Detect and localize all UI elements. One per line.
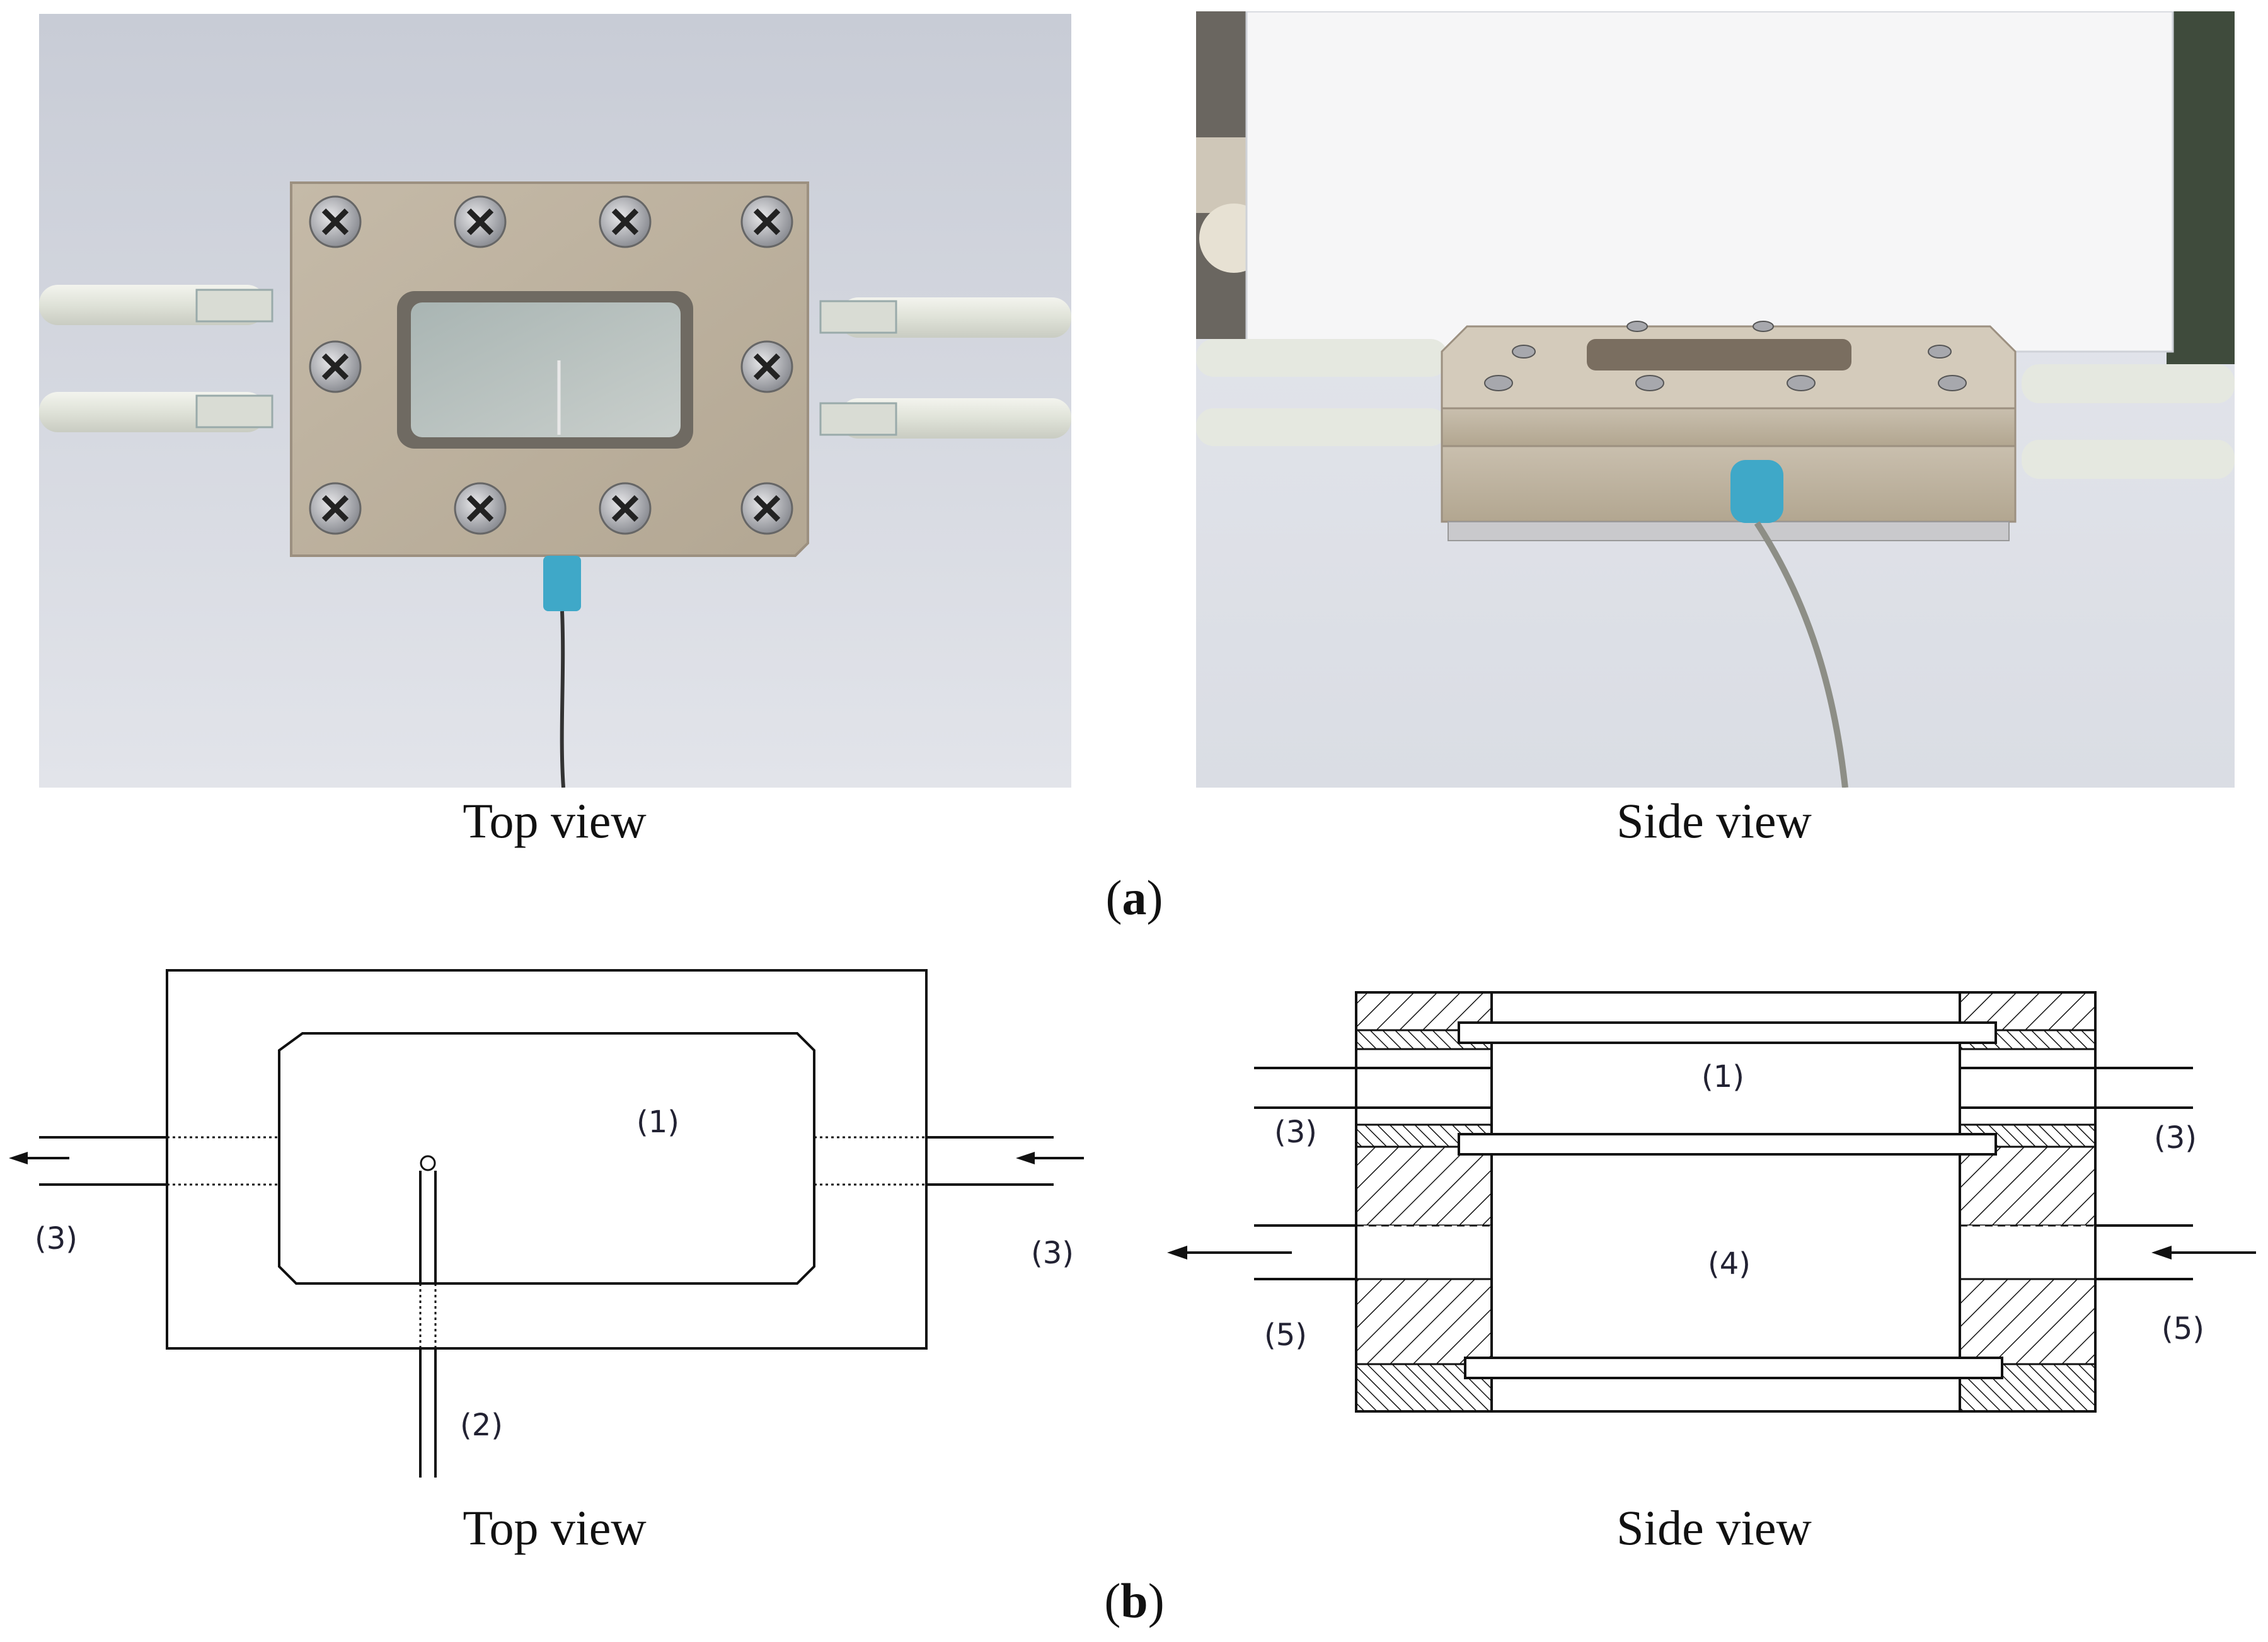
label-right-port: (3) [1031,1236,1074,1271]
label-upper-chamber: (1) [1701,1059,1744,1094]
thermocouple-connector [1730,460,1783,523]
thermocouple-connector [543,556,581,611]
cell-outline [1355,991,2097,1413]
background-box [1245,11,2174,353]
label-left-port: (3) [35,1221,78,1256]
label-left-upper: (3) [1274,1115,1317,1150]
top-view-photo-caption: Top view [463,793,647,848]
thermocouple-tip [420,1155,436,1171]
side-view-diagram: (1) (4) (3) (3) (5) (5) [1167,991,2256,1413]
cell-lower-block [1441,445,2017,523]
side-view-photo [1196,11,2235,788]
glass-plate-top [1458,1021,1997,1044]
base-plate [1448,521,2010,541]
tube-right-lower [839,398,1071,439]
label-window: (1) [636,1105,679,1140]
tube-right-upper [839,297,1071,338]
top-view-photo [39,14,1071,788]
label-right-upper: (3) [2154,1120,2197,1156]
cell-upper-block [1441,407,2017,447]
glass-plate-middle [1458,1133,1997,1156]
window-outline [278,1032,815,1285]
screws [309,195,793,535]
panel-b-label: (b) [1104,1573,1165,1628]
panel-a-label: (a) [1105,870,1163,925]
label-thermocouple: (2) [460,1408,503,1443]
label-lower-chamber: (4) [1708,1246,1751,1282]
thermocouple-wire [560,611,565,788]
side-view-diagram-caption: Side view [1616,1500,1812,1555]
top-view-diagram: (1) (2) (3) (3) [9,969,1084,1478]
glass-plate-bottom [1464,1357,2003,1379]
label-left-lower: (5) [1264,1318,1307,1353]
body-outline [166,969,928,1350]
top-view-diagram-caption: Top view [463,1500,647,1555]
label-right-lower: (5) [2162,1311,2204,1346]
window-glass [411,302,681,437]
side-view-photo-caption: Side view [1616,793,1812,848]
